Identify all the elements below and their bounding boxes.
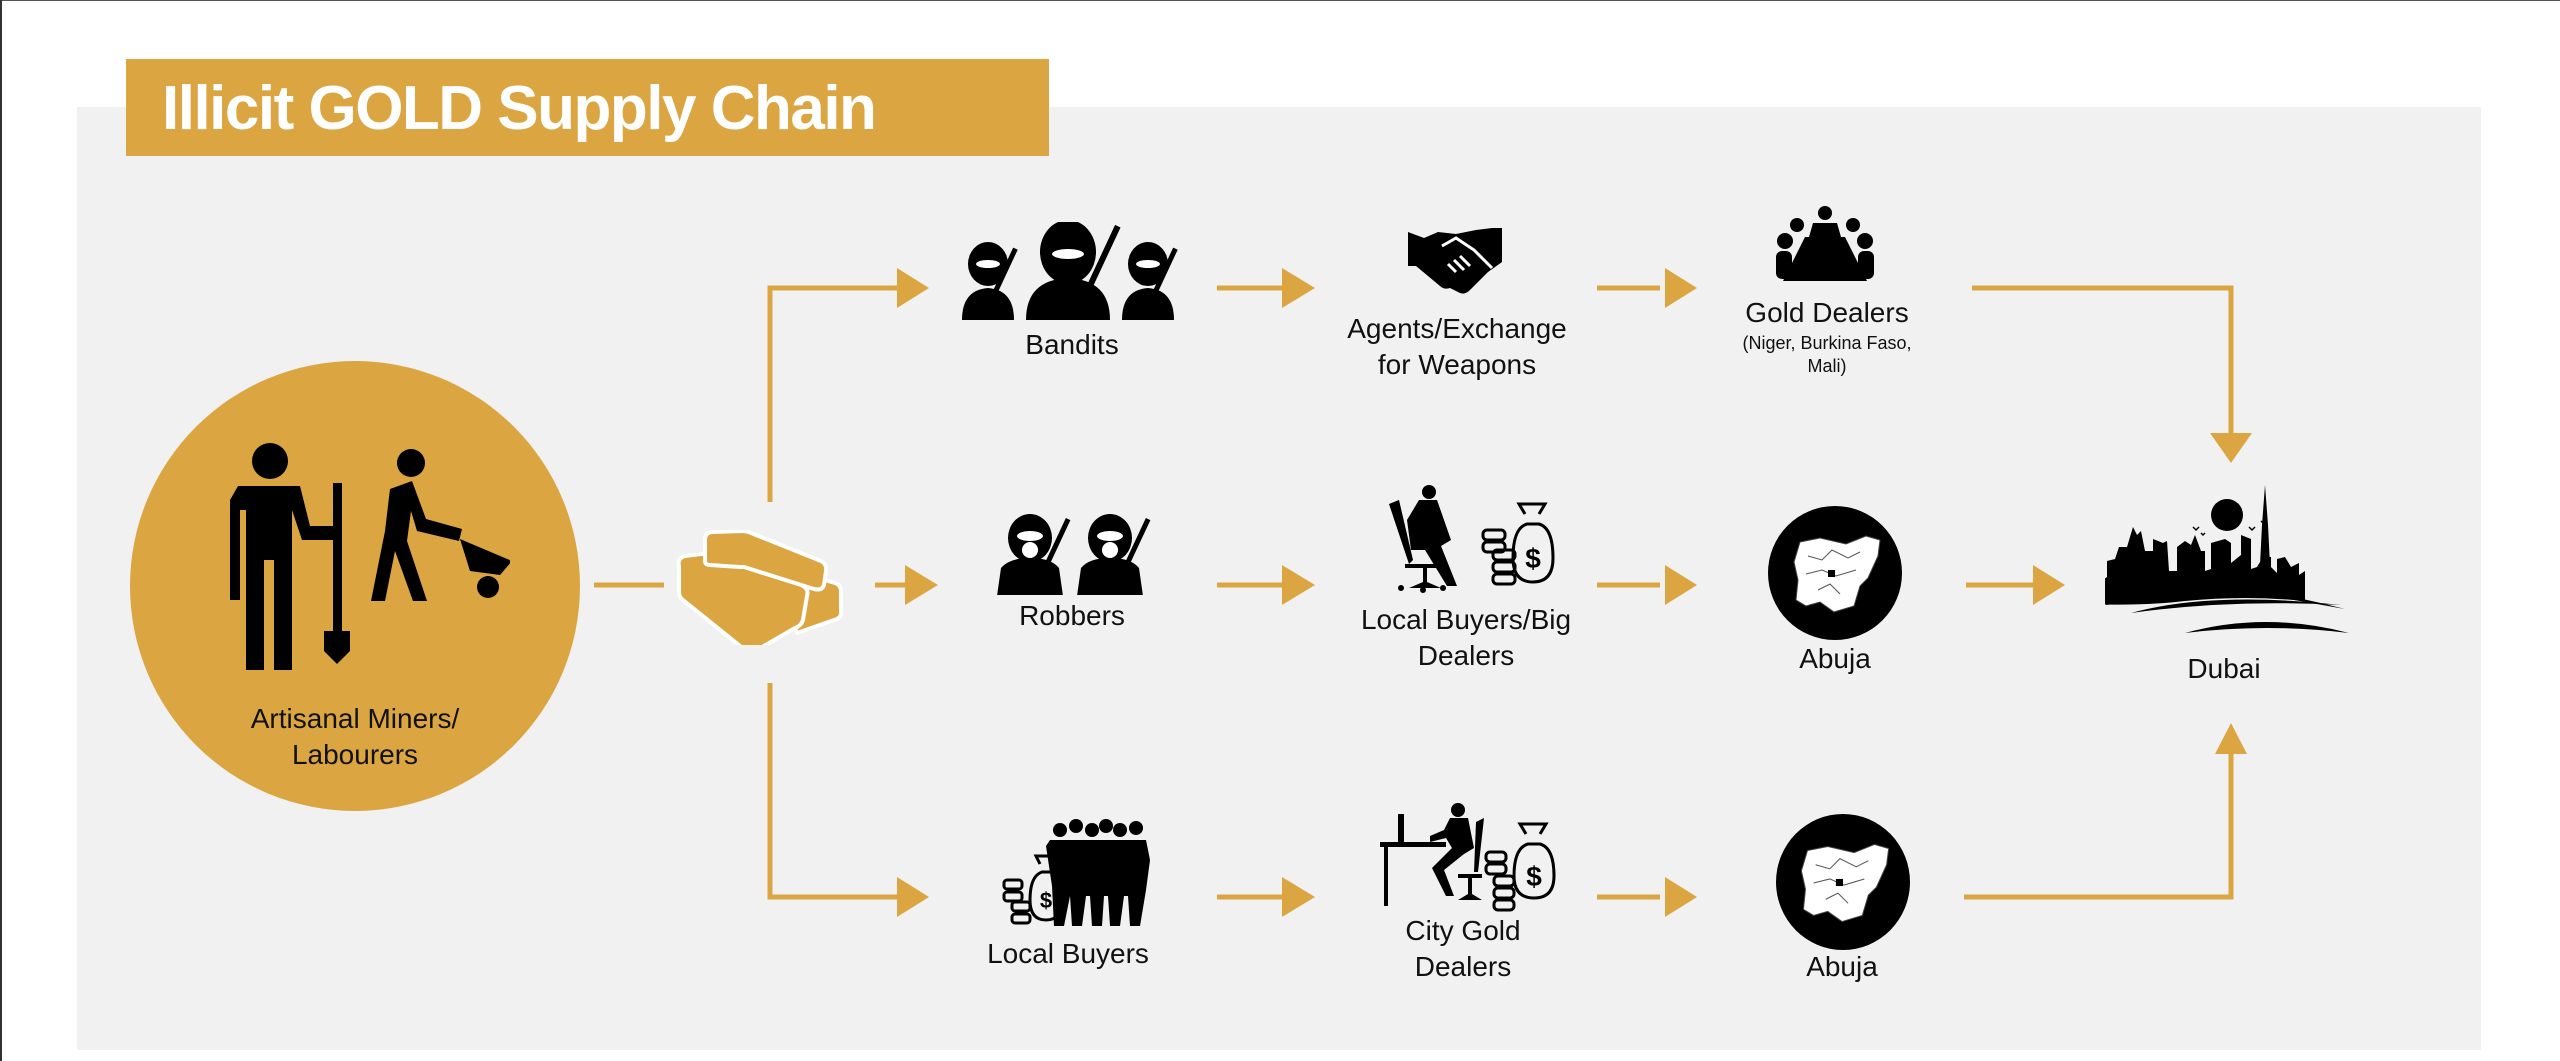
- arrowhead-dubai-top: [2210, 433, 2252, 463]
- arrowhead-big-dealers: [1282, 565, 1315, 605]
- gold-bars-icon: [676, 530, 843, 645]
- svg-text:$: $: [1040, 888, 1052, 913]
- bandits-icon: [962, 222, 1178, 320]
- connector-gold-to-bandits: [767, 285, 898, 502]
- source-node-miners: Artisanal Miners/ Labourers: [130, 361, 580, 811]
- stage3-label-abuja-row2: Abuja: [1799, 643, 1871, 674]
- connector-gold-to-local-buyers: [767, 683, 898, 900]
- arrowhead-robbers: [905, 565, 938, 605]
- stage3-sublabel-gold-dealers-line1: (Niger, Burkina Faso,: [1742, 333, 1912, 353]
- arrowhead-city-dealers: [1282, 877, 1315, 917]
- businessman-with-money-icon: $: [1389, 485, 1555, 593]
- title-banner: Illicit GOLD Supply Chain: [126, 59, 1049, 156]
- stage1-label-local-buyers: Local Buyers: [987, 938, 1149, 969]
- stage3-sublabel-gold-dealers-line2: Mali): [1807, 356, 1847, 376]
- meeting-table-icon: [1776, 206, 1874, 281]
- desk-dealer-with-money-icon: $: [1380, 803, 1556, 912]
- frame-border-left: [0, 0, 2, 1061]
- stage2-label-agents-line2: for Weapons: [1377, 349, 1537, 380]
- dubai-skyline-icon: [2105, 485, 2349, 633]
- source-node-label-line1: Artisanal Miners/: [250, 703, 460, 734]
- arrowhead-bandits: [897, 268, 929, 308]
- arrowhead-agents: [1282, 268, 1315, 308]
- stage1-label-robbers: Robbers: [1019, 600, 1125, 631]
- stage2-label-city-dealers-line1: City Gold: [1405, 915, 1521, 946]
- arrowhead-local-buyers: [897, 877, 929, 917]
- stage3-label-abuja-row3: Abuja: [1806, 951, 1878, 982]
- frame-border-top: [0, 0, 2560, 1]
- crowd-with-money-icon: $: [1002, 819, 1150, 926]
- connector-gold-dealers-to-dubai: [1972, 285, 2234, 435]
- stage2-label-big-dealers-line2: Dealers: [1417, 640, 1515, 671]
- destination-label-dubai: Dubai: [2187, 653, 2261, 684]
- nigeria-map-icon: [1768, 506, 1902, 640]
- arrowhead-abuja2: [1665, 877, 1697, 917]
- stage2-label-agents-line1: Agents/Exchange: [1347, 313, 1567, 344]
- page-title: Illicit GOLD Supply Chain: [162, 74, 877, 143]
- svg-text:$: $: [1525, 543, 1541, 574]
- handshake-icon: [1408, 228, 1502, 294]
- arrowhead-gold-dealers: [1665, 268, 1697, 308]
- arrowhead-abuja: [1665, 565, 1697, 605]
- stage1-label-bandits: Bandits: [1025, 329, 1119, 360]
- arrowhead-dubai-bottom: [2215, 723, 2247, 754]
- connector-abuja2-to-dubai: [1964, 750, 2234, 900]
- stage2-label-big-dealers-line1: Local Buyers/Big: [1360, 604, 1572, 635]
- stage2-label-city-dealers-line2: Dealers: [1414, 951, 1512, 982]
- source-node-label-line2: Labourers: [291, 739, 419, 770]
- robbers-icon: [997, 514, 1151, 595]
- nigeria-map-icon: [1776, 814, 1910, 950]
- stage3-label-gold-dealers: Gold Dealers: [1745, 297, 1909, 328]
- arrowhead-dubai-middle: [2033, 565, 2065, 605]
- svg-text:$: $: [1526, 861, 1542, 892]
- miners-with-shovel-and-wheelbarrow-icon: [230, 443, 510, 670]
